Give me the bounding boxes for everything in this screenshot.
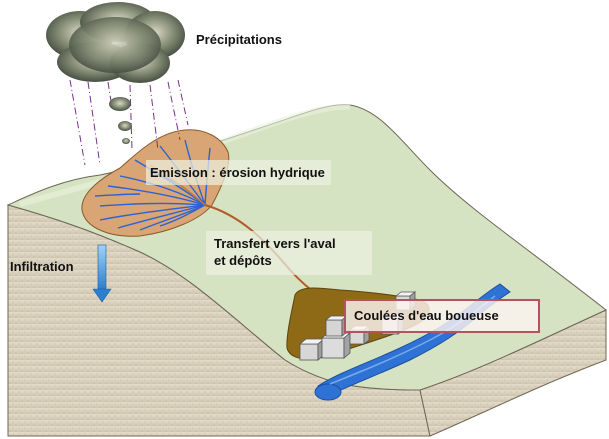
label-transfert-line1: Transfert vers l'aval — [214, 236, 336, 251]
label-transfert: Transfert vers l'aval et dépôts — [206, 231, 372, 275]
label-precipitations: Précipitations — [196, 32, 282, 47]
house — [298, 338, 326, 361]
house — [320, 332, 352, 359]
label-transfert-line2: et dépôts — [214, 253, 272, 268]
infiltration-arrow — [92, 244, 112, 303]
rain-lines — [69, 79, 189, 166]
river — [317, 283, 511, 397]
label-infiltration: Infiltration — [10, 259, 74, 274]
label-coulees-callout: Coulées d'eau boueuse — [344, 299, 540, 333]
river-outflow — [314, 383, 342, 401]
rain-cloud — [46, 2, 185, 83]
falling-drops — [109, 97, 132, 144]
label-emission: Emission : érosion hydrique — [146, 160, 331, 185]
